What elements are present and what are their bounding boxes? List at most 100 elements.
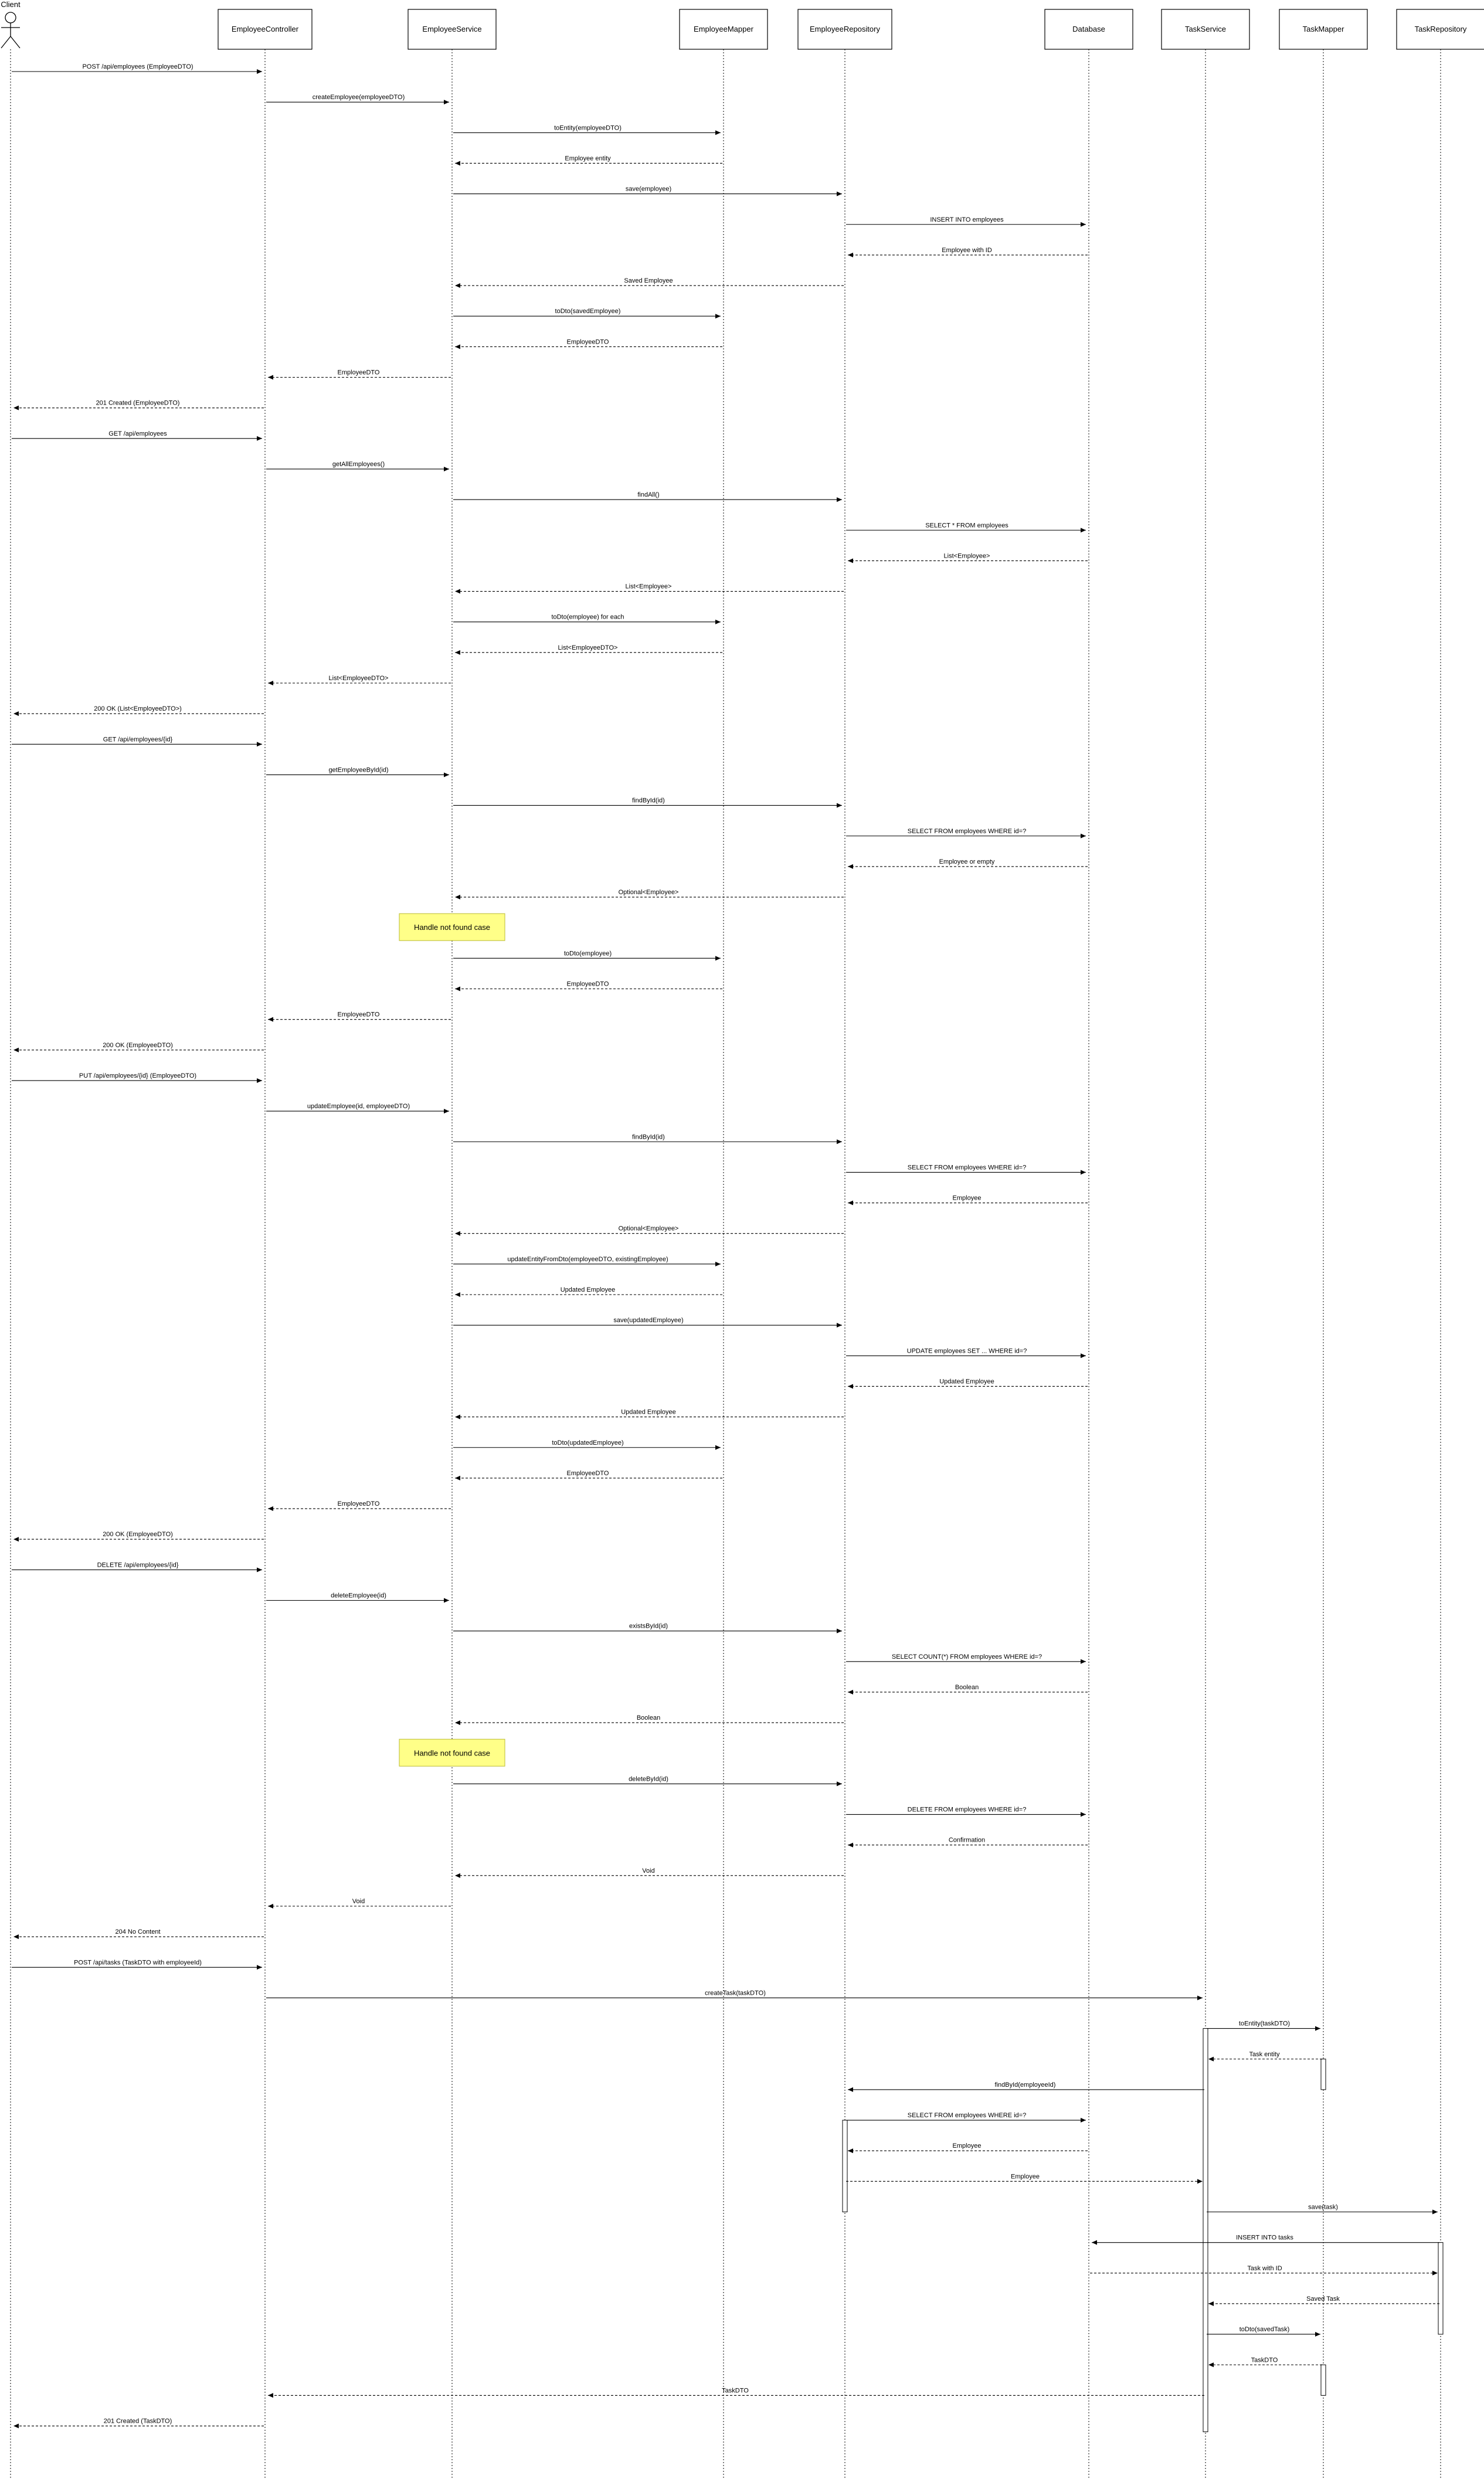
message-return: 200 OK (EmployeeDTO) [13, 1531, 264, 1542]
message-return: Optional<Employee> [455, 1225, 844, 1236]
message-label: EmployeeDTO [567, 338, 609, 345]
participant-tm: TaskMapper [1279, 9, 1368, 50]
message-call: findById(id) [453, 797, 842, 808]
message-return: EmployeeDTO [268, 1011, 451, 1022]
message-call: toDto(employee) for each [453, 614, 721, 624]
message-call: getAllEmployees() [266, 461, 449, 471]
message-return: Employee or empty [848, 858, 1088, 869]
message-return: EmployeeDTO [268, 369, 451, 380]
message-label: save(task) [1308, 2204, 1338, 2211]
message-label: findById(employeeId) [995, 2081, 1056, 2089]
message-label: 200 OK (EmployeeDTO) [103, 1531, 173, 1538]
message-return: Updated Employee [455, 1409, 844, 1420]
message-return: Employee with ID [848, 247, 1088, 257]
message-call: createTask(taskDTO) [266, 1989, 1203, 2001]
message-label: toDto(updatedEmployee) [552, 1439, 623, 1446]
participant-ec: EmployeeController [218, 9, 313, 50]
message-call: SELECT COUNT(*) FROM employees WHERE id=… [846, 1653, 1086, 1664]
message-return: Confirmation [848, 1837, 1088, 1848]
participant-label: Database [1072, 25, 1105, 33]
participant-box [218, 9, 313, 50]
message-call: getEmployeeById(id) [266, 766, 449, 777]
message-return: List<EmployeeDTO> [268, 675, 451, 685]
message-return: EmployeeDTO [455, 981, 722, 991]
message-label: Confirmation [949, 1837, 985, 1844]
message-label: updateEntityFromDto(employeeDTO, existin… [507, 1256, 668, 1263]
message-label: Saved Employee [624, 277, 673, 284]
message-return: 201 Created (EmployeeDTO) [13, 400, 264, 410]
participant-box [797, 9, 892, 50]
message-return: EmployeeDTO [455, 1470, 722, 1480]
message-return: List<Employee> [455, 583, 844, 594]
message-call: save(task) [1207, 2204, 1438, 2215]
message-call: deleteById(id) [453, 1775, 842, 1787]
message-call: toEntity(employeeDTO) [453, 124, 721, 135]
message-return: Void [268, 1898, 451, 1909]
message-label: findAll() [637, 491, 659, 498]
note: Handle not found case [399, 1738, 505, 1767]
message-return: EmployeeDTO [268, 1500, 451, 1512]
message-label: findById(id) [632, 797, 665, 804]
message-label: deleteById(id) [629, 1775, 668, 1782]
message-call: updateEntityFromDto(employeeDTO, existin… [453, 1256, 721, 1266]
participant-client: Client [1, 0, 21, 49]
message-label: getEmployeeById(id) [328, 766, 388, 773]
note-box [399, 1738, 505, 1767]
message-return: Void [455, 1867, 844, 1878]
participant-label: TaskRepository [1415, 25, 1467, 33]
message-label: toEntity(employeeDTO) [554, 124, 622, 131]
message-return: Employee [846, 2173, 1203, 2184]
message-call: save(employee) [453, 186, 842, 196]
message-label: SELECT * FROM employees [925, 522, 1008, 529]
message-return: Updated Employee [455, 1286, 722, 1297]
activation-bar [1438, 2242, 1444, 2335]
message-return: 204 No Content [13, 1928, 264, 1940]
message-label: TaskDTO [1251, 2356, 1278, 2363]
message-label: Updated Employee [621, 1409, 676, 1416]
message-return: Employee entity [455, 155, 722, 166]
message-return: List<Employee> [848, 552, 1088, 563]
actor-icon [1, 12, 21, 49]
message-label: TaskDTO [722, 2387, 749, 2394]
message-call: findAll() [453, 491, 842, 502]
message-label: Void [352, 1898, 365, 1905]
message-label: SELECT FROM employees WHERE id=? [908, 828, 1026, 835]
message-call: updateEmployee(id, employeeDTO) [266, 1103, 449, 1114]
message-call: INSERT INTO employees [846, 216, 1086, 227]
message-label: EmployeeDTO [567, 981, 609, 988]
message-label: Task with ID [1247, 2265, 1282, 2272]
activation-bar [1320, 2364, 1326, 2396]
message-return: EmployeeDTO [455, 338, 722, 349]
participant-label: EmployeeRepository [810, 25, 880, 33]
message-label: Employee with ID [942, 247, 992, 254]
participant-label: TaskService [1185, 25, 1226, 33]
message-label: EmployeeDTO [338, 1500, 380, 1507]
activation-bar [842, 2120, 848, 2213]
message-label: List<Employee> [944, 552, 990, 559]
message-label: SELECT COUNT(*) FROM employees WHERE id=… [892, 1653, 1042, 1660]
message-label: toDto(savedTask) [1240, 2326, 1290, 2333]
note-box [399, 913, 505, 941]
message-label: Employee [953, 2142, 982, 2149]
message-label: PUT /api/employees/{id} (EmployeeDTO) [79, 1072, 196, 1079]
message-call: toDto(savedEmployee) [453, 308, 721, 319]
participant-label: EmployeeMapper [694, 25, 754, 33]
message-call: DELETE FROM employees WHERE id=? [846, 1806, 1086, 1817]
message-label: 200 OK (EmployeeDTO) [103, 1042, 173, 1049]
message-label: UPDATE employees SET ... WHERE id=? [907, 1347, 1027, 1354]
message-label: Saved Task [1306, 2295, 1340, 2303]
message-label: existsById(id) [629, 1623, 668, 1630]
message-label: save(updatedEmployee) [613, 1317, 683, 1324]
message-label: INSERT INTO tasks [1236, 2235, 1293, 2242]
message-return: 201 Created (TaskDTO) [13, 2418, 264, 2429]
activation-bar [1320, 2059, 1326, 2090]
message-label: 201 Created (EmployeeDTO) [96, 400, 180, 407]
message-call: UPDATE employees SET ... WHERE id=? [846, 1347, 1086, 1359]
message-label: toDto(savedEmployee) [555, 308, 621, 315]
message-label: GET /api/employees/{id} [103, 736, 173, 743]
message-label: GET /api/employees [108, 430, 167, 437]
note: Handle not found case [399, 913, 505, 941]
participant-er: EmployeeRepository [797, 9, 892, 50]
message-label: createEmployee(employeeDTO) [313, 94, 405, 101]
note-text: Handle not found case [414, 1748, 490, 1757]
